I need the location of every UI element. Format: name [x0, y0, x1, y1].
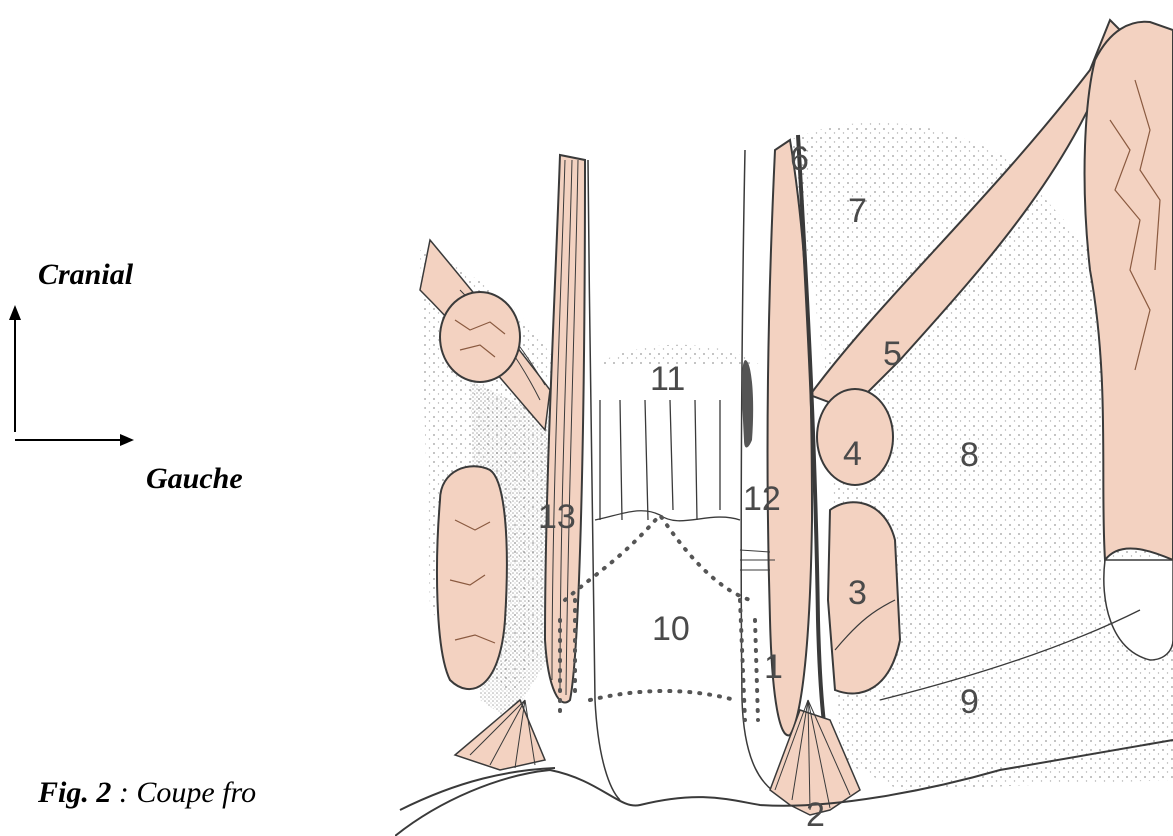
caption-text: : Coupe fro [111, 776, 256, 809]
left-puborectalis-section [440, 292, 520, 382]
label-13: 13 [538, 498, 576, 536]
left-longitudinal-muscle-13 [545, 155, 585, 703]
label-11: 11 [650, 360, 685, 398]
label-5: 5 [883, 335, 902, 373]
cranial-arrow-head [9, 305, 21, 320]
left-arrow-head [120, 434, 134, 446]
label-10: 10 [652, 610, 690, 648]
figure-caption: Fig. 2 : Coupe fro [38, 776, 256, 810]
label-9: 9 [960, 683, 979, 721]
pectinate-line [595, 511, 740, 521]
label-3: 3 [848, 574, 867, 612]
label-12: 12 [743, 480, 781, 518]
label-1: 1 [764, 648, 783, 686]
left-external-sphincter [437, 466, 507, 689]
gauche-label: Gauche [146, 462, 243, 496]
rectal-vein-dots [742, 360, 753, 448]
label-2: 2 [806, 796, 825, 834]
label-8: 8 [960, 436, 979, 474]
orientation-axes [0, 0, 160, 460]
anatomical-section-figure: 1 2 3 4 5 6 7 8 9 10 11 12 13 [395, 0, 1173, 836]
label-7: 7 [848, 192, 867, 230]
cranial-label: Cranial [38, 258, 133, 292]
anal-columns [600, 400, 720, 520]
label-6: 6 [790, 140, 809, 178]
caption-prefix: Fig. 2 [38, 776, 111, 809]
label-4: 4 [843, 435, 862, 473]
mucosa-line-left [588, 160, 620, 800]
